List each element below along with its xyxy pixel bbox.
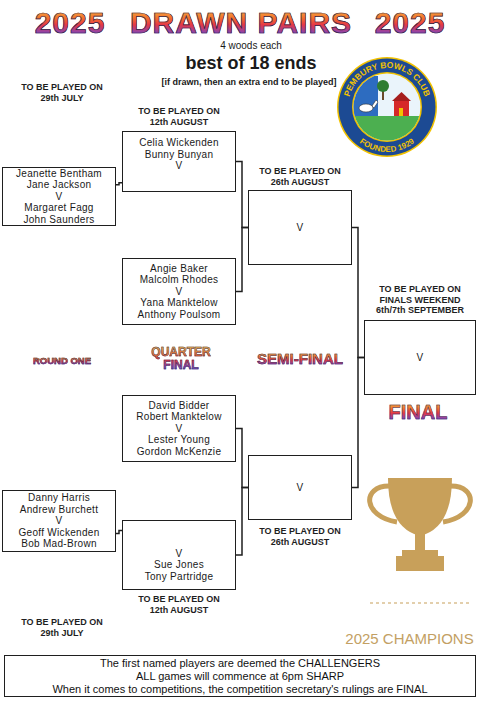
bracket-entry: Jeanette Bentham xyxy=(16,168,102,180)
rule-line: When it comes to competitions, the compe… xyxy=(52,683,427,696)
date-note: TO BE PLAYED ON 26th AUGUST xyxy=(254,526,346,547)
round-heading: ROUND ONE xyxy=(12,356,112,366)
date-note: TO BE PLAYED ON 29th JULY xyxy=(16,82,108,103)
bracket-entry: Sue Jones xyxy=(154,559,204,571)
bracket-entry: Anthony Poulsom xyxy=(138,309,221,321)
round-heading: SEMI-FINAL xyxy=(246,351,354,368)
rule-line: The first named players are deemed the C… xyxy=(100,657,380,670)
signature-line xyxy=(370,602,472,603)
bracket-entry: Malcolm Rhodes xyxy=(140,274,219,286)
club-name: PEMBURY BOWLS CLUB xyxy=(342,60,433,98)
bracket-entry: Andrew Burchett xyxy=(20,504,98,516)
bracket-entry: V xyxy=(176,286,183,298)
bracket-entry: Yana Manktelow xyxy=(140,297,217,309)
match-box: Danny HarrisAndrew BurchettVGeoff Wicken… xyxy=(2,490,116,552)
format-heading: best of 18 ends xyxy=(151,52,351,74)
bracket-entry: V xyxy=(176,548,183,560)
date-note: TO BE PLAYED ON 26th AUGUST xyxy=(254,166,346,187)
date-note: TO BE PLAYED ON 12th AUGUST xyxy=(133,594,225,615)
match-box: VSue JonesTony Partridge xyxy=(122,520,236,590)
date-note: TO BE PLAYED ON FINALS WEEKEND 6th/7th S… xyxy=(370,284,470,316)
date-note: TO BE PLAYED ON 29th JULY xyxy=(16,617,108,638)
bracket-entry: John Saunders xyxy=(23,214,94,226)
bracket-entry: V xyxy=(297,222,304,234)
round-heading: FINAL xyxy=(362,401,474,423)
final-box: V xyxy=(364,320,476,395)
bracket-entry: V xyxy=(176,160,183,172)
bracket-entry: V xyxy=(417,352,424,364)
bracket-entry: Robert Manktelow xyxy=(136,411,221,423)
bracket-entry: Lester Young xyxy=(148,434,210,446)
match-box: V xyxy=(248,190,352,265)
bracket-entry: V xyxy=(56,515,63,527)
bracket-line xyxy=(236,162,248,228)
match-box: Celia WickendenBunny BunyanV xyxy=(122,131,236,192)
bracket-entry: Celia Wickenden xyxy=(139,137,219,149)
match-box: Angie BakerMalcolm RhodesVYana Manktelow… xyxy=(122,258,236,325)
bracket-entry: Tony Partridge xyxy=(145,571,214,583)
bracket-entry: Bunny Bunyan xyxy=(145,149,214,161)
year-heading: 2025 xyxy=(25,6,115,40)
bracket-line xyxy=(236,488,248,556)
champions-caption: 2025 CHAMPIONS xyxy=(342,630,477,648)
bracket-entry: Bob Mad-Brown xyxy=(21,538,97,550)
format-note: [if drawn, then an extra end to be playe… xyxy=(149,76,349,88)
rules-box: The first named players are deemed the C… xyxy=(4,655,476,697)
round-heading: QUARTER FINAL xyxy=(148,346,214,372)
bracket-line xyxy=(236,429,248,488)
bracket-entry: V xyxy=(297,482,304,494)
match-box: V xyxy=(248,455,352,520)
bracket-entry: V xyxy=(176,423,183,435)
arc-text-path: PEMBURY BOWLS CLUB xyxy=(342,60,433,98)
rule-line: ALL games will commence at 6pm SHARP xyxy=(136,670,344,683)
bracket-entry: Danny Harris xyxy=(28,492,90,504)
bracket-entry: Jane Jackson xyxy=(27,179,92,191)
date-note: TO BE PLAYED ON 12th AUGUST xyxy=(133,106,225,127)
bracket-entry: David Bidder xyxy=(149,400,210,412)
bracket-line xyxy=(236,228,248,292)
club-founded: FOUNDED 1929 xyxy=(358,136,416,154)
year-heading: 2025 xyxy=(365,6,455,40)
bracket-entry: Margaret Fagg xyxy=(24,202,94,214)
bracket-entry: V xyxy=(56,191,63,203)
bracket-entry: Gordon McKenzie xyxy=(137,446,222,458)
bracket-entry: Angie Baker xyxy=(150,263,208,275)
trophy-illustration xyxy=(370,478,471,571)
arc-text-path: FOUNDED 1929 xyxy=(358,136,416,154)
club-logo: PEMBURY BOWLS CLUB FOUNDED 1929 xyxy=(337,57,437,157)
format-note: 4 woods each xyxy=(151,40,351,52)
bracket-entry: Geoff Wickenden xyxy=(18,527,99,539)
bracket-line xyxy=(352,228,364,358)
match-box: Jeanette BenthamJane JacksonVMargaret Fa… xyxy=(2,167,116,226)
match-box: David BidderRobert ManktelowVLester Youn… xyxy=(122,395,236,462)
title-heading: DRAWN PAIRS xyxy=(116,6,366,40)
